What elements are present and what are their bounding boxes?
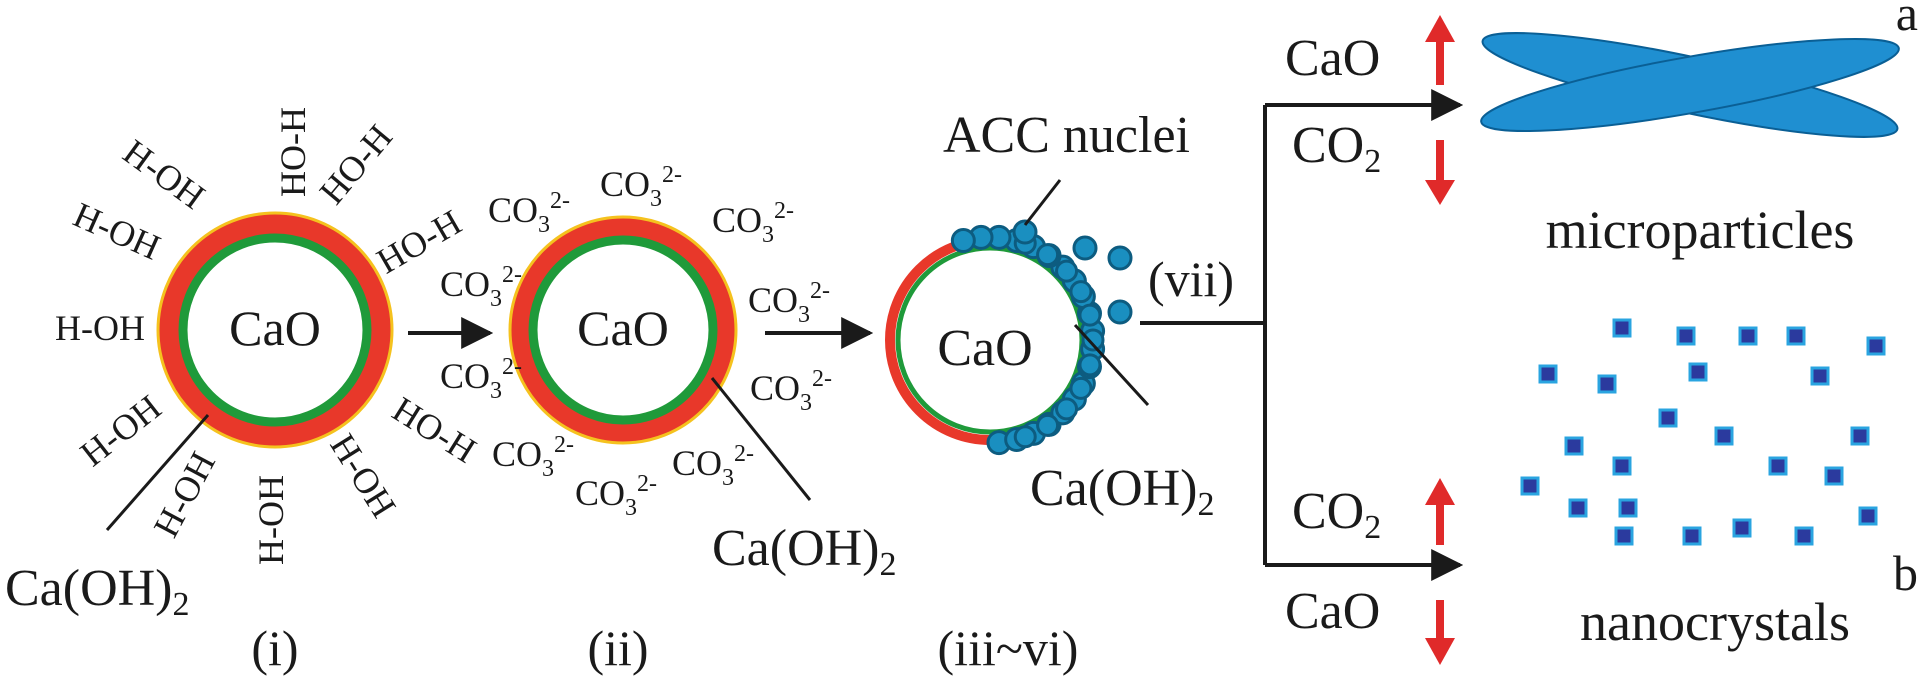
- carbonate-ion-label: CO32-: [672, 441, 754, 491]
- stage-3-pointer-line: [1073, 323, 1150, 407]
- nanocrystal: [1768, 456, 1788, 476]
- nanocrystal: [1564, 436, 1584, 456]
- acc-nucleus: [1012, 219, 1038, 245]
- stage-3-core-label: CaO: [937, 320, 1032, 377]
- water-label: H-OH: [55, 308, 145, 348]
- branch-b-cao-label: CaO: [1285, 583, 1380, 640]
- acc-nucleus: [1078, 353, 1102, 377]
- acc-nucleus: [1107, 299, 1133, 325]
- branch-a-increase-arrow: [1425, 15, 1455, 85]
- branch-a-co2-label: CO2: [1292, 117, 1381, 180]
- nanocrystal: [1538, 364, 1558, 384]
- stage-2-carbonate-ions: CO32- CO32- CO32- CO32- CO32- CO32- CO32…: [440, 162, 832, 521]
- branch-b-increase-arrow: [1425, 478, 1455, 545]
- acc-nucleus: [1036, 243, 1060, 267]
- nanocrystal: [1688, 362, 1708, 382]
- acc-nucleus: [1055, 397, 1079, 421]
- stage-2-particle: CaO: [508, 215, 738, 445]
- nanocrystal: [1738, 326, 1758, 346]
- stage-1-pointer-line: [105, 414, 210, 531]
- nanocrystal: [1850, 426, 1870, 446]
- branch-b-co2-label: CO2: [1292, 483, 1381, 546]
- microparticles-crystal-icon: [1480, 32, 1900, 138]
- stage-1-shell-label: Ca(OH)2: [5, 560, 190, 623]
- stage-2-core-label: CaO: [577, 300, 669, 356]
- water-label: HO-H: [273, 107, 313, 197]
- acc-nucleus: [1036, 413, 1060, 437]
- stage-3-particle: CaO: [885, 219, 1133, 456]
- branch-b-letter: b: [1893, 545, 1918, 601]
- acc-nucleus: [1069, 280, 1093, 304]
- stage-3-caption: (iii~vi): [938, 620, 1079, 676]
- acc-nuclei-label: ACC nuclei: [943, 107, 1190, 164]
- water-label: H-OH: [73, 387, 169, 474]
- acc-nuclei-cluster: [950, 219, 1133, 456]
- branch-a-cao-label: CaO: [1285, 30, 1380, 87]
- stage-2-caption: (ii): [587, 620, 648, 676]
- nanocrystal: [1824, 466, 1844, 486]
- nanocrystal: [1520, 476, 1540, 496]
- carbonate-ion-label: CO32-: [750, 366, 832, 416]
- water-label: H-OH: [322, 427, 404, 525]
- nanocrystal: [1568, 498, 1588, 518]
- nanocrystal: [1866, 336, 1886, 356]
- branch-b-decrease-arrow: [1425, 600, 1455, 665]
- water-label: H-OH: [251, 475, 291, 565]
- acc-nucleus: [1069, 376, 1093, 400]
- nanocrystal: [1732, 518, 1752, 538]
- microparticles-label: microparticles: [1546, 200, 1855, 260]
- stage-2-shell-label: Ca(OH)2: [712, 520, 897, 583]
- stage-1-caption: (i): [251, 620, 298, 676]
- nanocrystal: [1794, 526, 1814, 546]
- branch-a-decrease-arrow: [1425, 140, 1455, 205]
- acc-nucleus: [950, 228, 976, 254]
- branch-a-letter: a: [1896, 0, 1918, 41]
- nanocrystal: [1714, 426, 1734, 446]
- water-label: HO-H: [386, 389, 484, 471]
- nanocrystals-cluster-icon: [1520, 318, 1886, 546]
- nanocrystal: [1658, 408, 1678, 428]
- carbonate-ion-label: CO32-: [440, 354, 522, 404]
- carbonate-ion-label: CO32-: [492, 432, 574, 482]
- nanocrystal: [1786, 326, 1806, 346]
- nanocrystal: [1614, 526, 1634, 546]
- nanocrystal: [1597, 374, 1617, 394]
- nanocrystal: [1612, 456, 1632, 476]
- water-label: H-OH: [146, 445, 224, 543]
- nuclei-pointer-line: [1023, 179, 1062, 226]
- acc-nucleus: [1078, 303, 1102, 327]
- stage-3-shell-label: Ca(OH)2: [1030, 460, 1215, 523]
- stage-1-particle: CaO: [156, 211, 394, 449]
- step-vii-label: (vii): [1148, 251, 1234, 307]
- branch-connector: [1140, 89, 1464, 581]
- nanocrystal: [1810, 366, 1830, 386]
- water-label: HO-H: [312, 117, 400, 212]
- nanocrystal: [1858, 506, 1878, 526]
- acc-nucleus: [1013, 425, 1037, 449]
- acc-nucleus: [1081, 328, 1105, 352]
- nanocrystal: [1682, 526, 1702, 546]
- carbonate-ion-label: CO32-: [575, 471, 657, 521]
- carbonate-ion-label: CO32-: [712, 198, 794, 248]
- water-label: H-OH: [116, 132, 212, 217]
- nanocrystal: [1618, 498, 1638, 518]
- nanocrystal: [1612, 318, 1632, 338]
- water-label: H-OH: [68, 194, 166, 267]
- stage-1-core-label: CaO: [229, 300, 321, 356]
- carbonate-ion-label: CO32-: [440, 262, 522, 312]
- acc-nucleus: [1055, 259, 1079, 283]
- acc-nucleus: [1107, 245, 1133, 271]
- carbonate-ion-label: CO32-: [488, 188, 570, 238]
- acc-nucleus: [1072, 235, 1098, 261]
- nanocrystals-label: nanocrystals: [1580, 592, 1850, 652]
- nanocrystal: [1676, 326, 1696, 346]
- stage-2-pointer-line: [710, 377, 812, 501]
- carbonate-ion-label: CO32-: [748, 278, 830, 328]
- carbonate-ion-label: CO32-: [600, 162, 682, 212]
